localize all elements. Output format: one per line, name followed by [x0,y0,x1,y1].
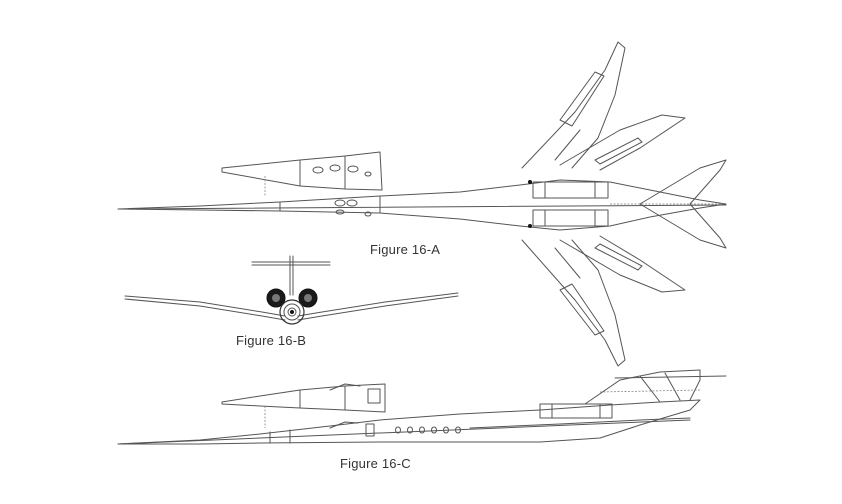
top-view-fuselage [117,179,727,231]
top-view-nose-detail [221,151,383,196]
top-view-engine-nacelles [528,180,609,228]
side-view-vertical-tail [584,369,727,405]
figure-16b-caption: Figure 16-B [236,333,307,348]
side-view-fuselage [117,399,701,445]
front-view-left-wing [124,295,286,317]
side-view-horizontal-stabilizer [614,375,727,379]
top-view-lower-tailplane [559,235,686,293]
figure-16c-caption: Figure 16-C [340,456,411,471]
front-view-fuselage [279,299,305,325]
top-view-upper-wing [521,41,626,169]
top-view-rear-tail [610,159,727,249]
top-view-lower-wing [521,239,626,367]
top-view-upper-tailplane [559,114,686,171]
side-view-wing [469,417,691,429]
figure-16a-caption: Figure 16-A [370,242,441,257]
front-view-aircraft [124,255,459,325]
side-view-cabin-windows [395,426,461,434]
top-view-aircraft [117,41,727,367]
side-view-aircraft [117,369,727,445]
front-view-right-wing [297,292,459,317]
side-view-nose-detail [221,383,386,428]
side-view-engine-nacelle [539,403,613,419]
